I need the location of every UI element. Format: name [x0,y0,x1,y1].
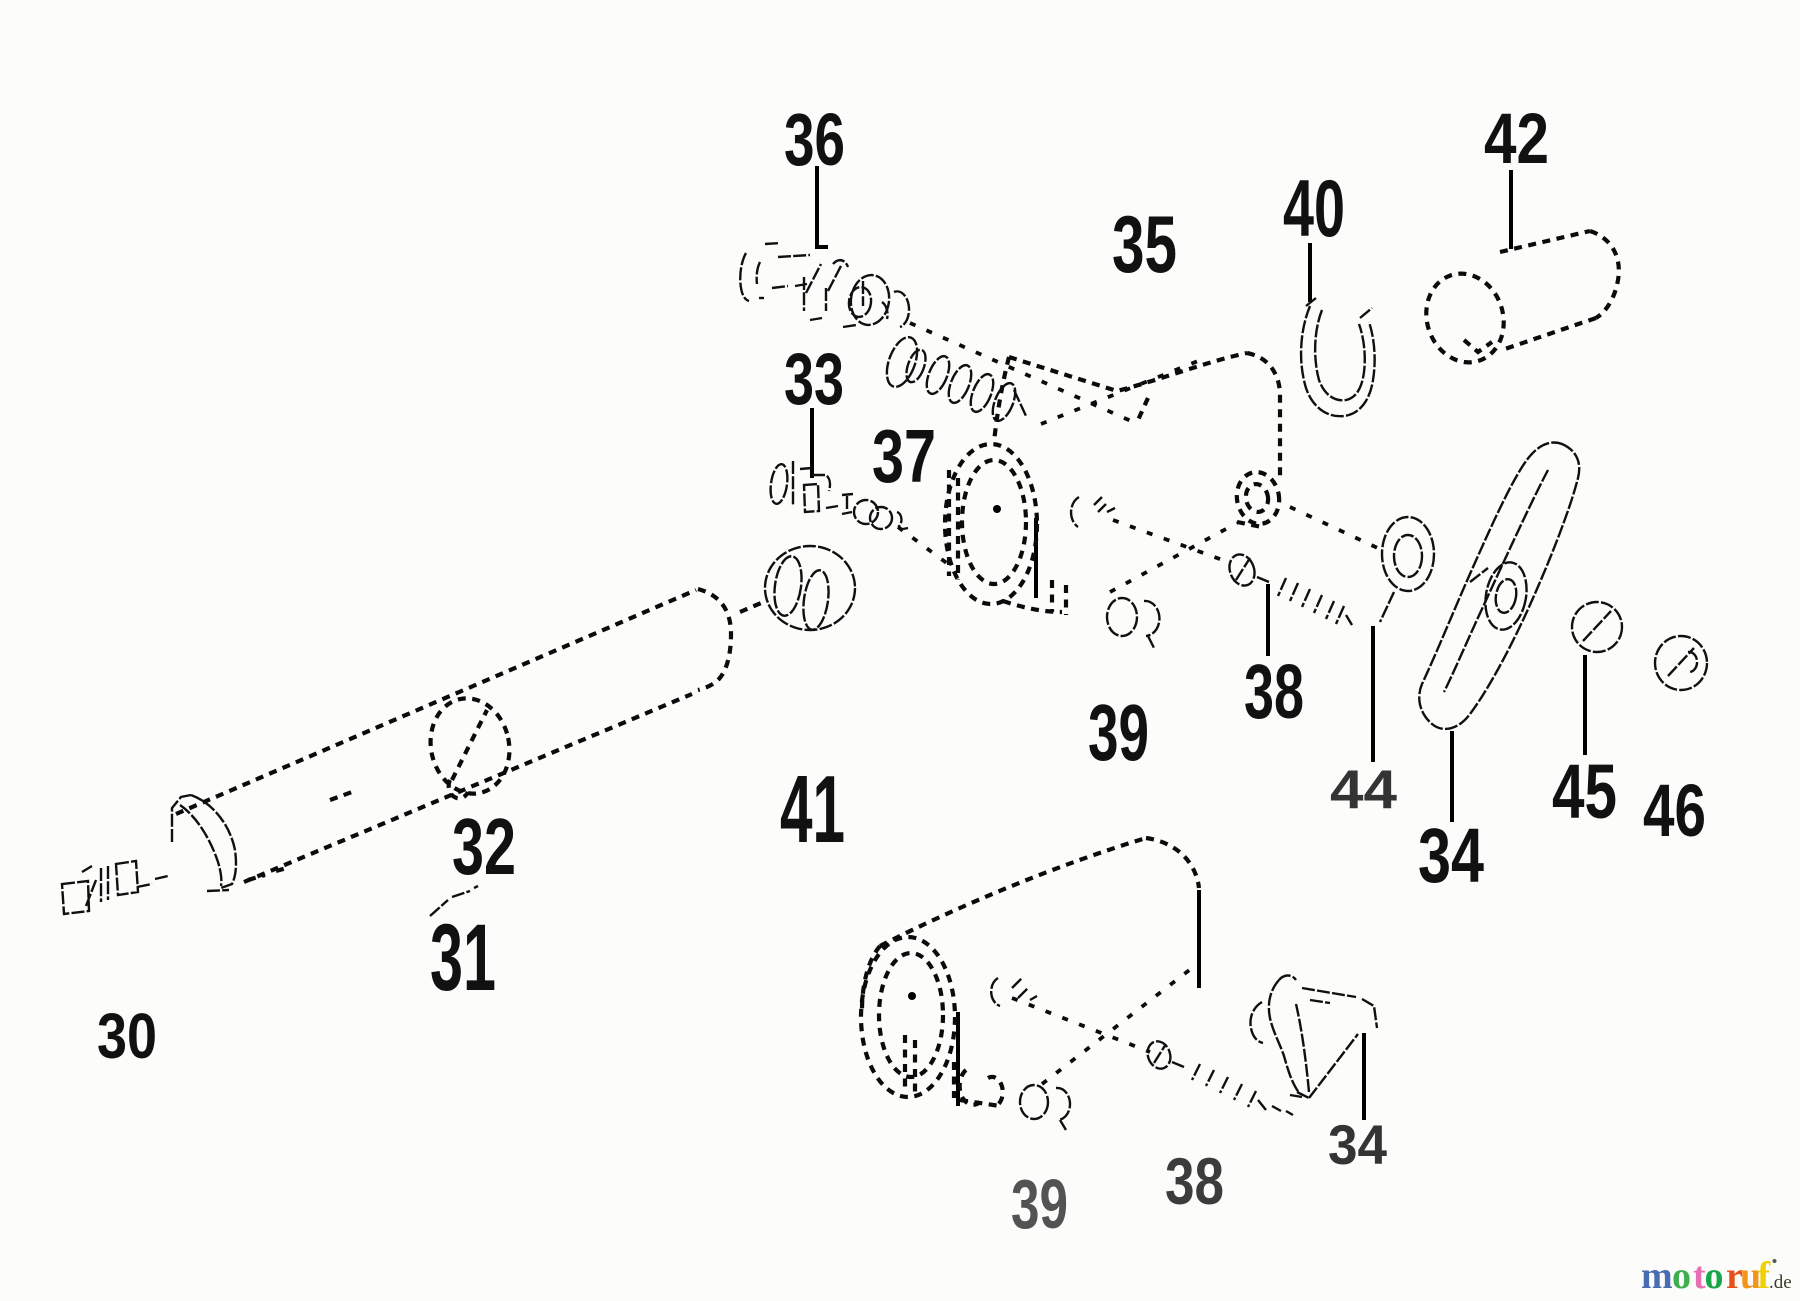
svg-text:39: 39 [1088,688,1149,777]
svg-text:r: r [1726,1255,1743,1297]
svg-text:40: 40 [1283,164,1345,254]
svg-text:.de: .de [1769,1272,1792,1293]
svg-text:33: 33 [784,339,844,420]
svg-text:31: 31 [430,905,496,1011]
svg-text:37: 37 [872,414,936,498]
svg-text:o: o [1705,1255,1724,1297]
svg-text:42: 42 [1484,100,1549,179]
svg-text:34: 34 [1418,813,1484,899]
svg-text:38: 38 [1244,649,1304,735]
svg-text:35: 35 [1112,200,1177,290]
svg-text:30: 30 [97,1000,157,1072]
svg-text:m: m [1641,1255,1673,1297]
svg-text:o: o [1672,1255,1691,1297]
svg-text:32: 32 [452,802,516,891]
svg-text:45: 45 [1552,749,1617,835]
svg-text:46: 46 [1643,769,1706,852]
svg-text:34: 34 [1328,1113,1387,1176]
svg-text:u: u [1740,1255,1761,1297]
svg-text:44: 44 [1330,758,1397,820]
svg-text:f: f [1758,1255,1772,1297]
svg-text:41: 41 [780,756,845,863]
svg-text:38: 38 [1165,1144,1224,1218]
svg-text:39: 39 [1011,1165,1068,1243]
svg-text:t: t [1693,1255,1706,1297]
svg-text:36: 36 [784,98,845,181]
